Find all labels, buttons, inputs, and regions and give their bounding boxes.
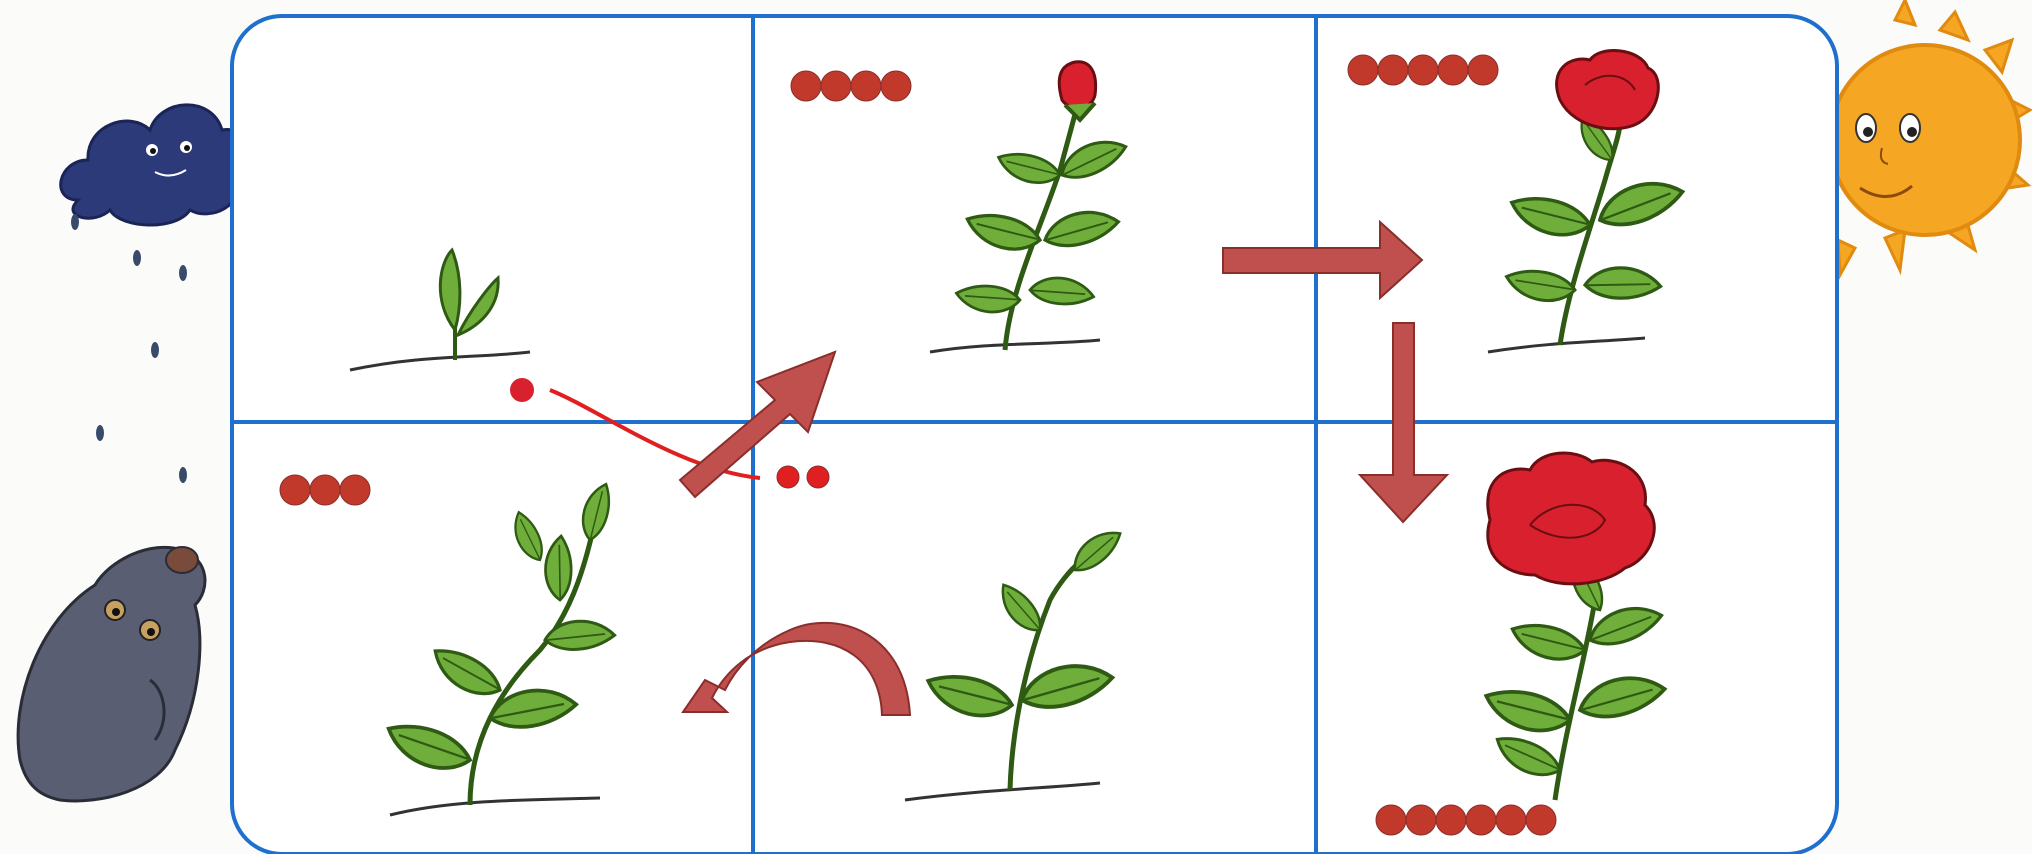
marker-dot [510,378,534,402]
stage-2-dot [806,465,830,489]
stage-6-dot [1495,804,1527,836]
panel-stage-2 [904,522,1129,802]
stage-6-dot [1375,804,1407,836]
panel-stage-4 [929,60,1133,354]
panel-stage-1 [349,247,531,372]
stage-3-dot [279,474,311,506]
stage-4-dot [880,70,912,102]
stage-6-dot [1465,804,1497,836]
stage-6-dot [1405,804,1437,836]
mole-icon [16,545,207,803]
rain-cloud-icon [59,103,251,483]
stage-5-dot [1407,54,1439,86]
stage-5-dot [1377,54,1409,86]
stage-5-dot [1467,54,1499,86]
stage-dots [279,54,1557,836]
sun-icon [1828,0,2032,281]
stage-4-dot [790,70,822,102]
stage-5-dot [1347,54,1379,86]
panel-stage-5 [1487,49,1689,354]
panel-stage-3 [379,478,619,817]
stage-3-dot [309,474,341,506]
stage-5-dot [1437,54,1469,86]
stage-6-dot [1435,804,1467,836]
stage-4-dot [850,70,882,102]
stage-2-dot [776,465,800,489]
stage-6-dot [1525,804,1557,836]
sequence-arrows [510,219,1450,716]
stage-3-dot [339,474,371,506]
panel-stage-6 [1478,451,1670,801]
grid [230,14,1839,854]
stage-4-dot [820,70,852,102]
